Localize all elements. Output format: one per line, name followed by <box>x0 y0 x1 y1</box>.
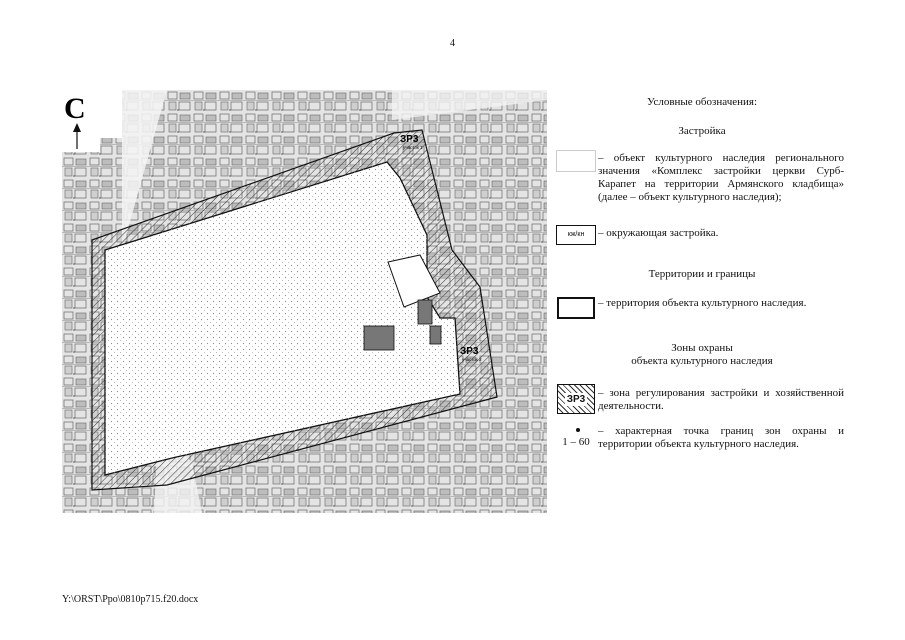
legend-points: – характерная точка границ зон охраны и … <box>598 425 844 450</box>
legend-section-zones-2: объекта культурного наследия <box>631 355 773 367</box>
church-building <box>387 254 441 308</box>
zone-label: ЗР3 <box>400 134 419 145</box>
surrounding-building-symbol: кж/кн <box>556 225 596 245</box>
zone-label: ЗР3 <box>460 346 479 357</box>
legend-section-buildings: Застройка <box>678 125 726 137</box>
zone-symbol: ЗР3 <box>557 384 595 414</box>
legend-section-territories: Территории и границы <box>648 268 756 280</box>
point-symbol <box>576 428 580 432</box>
building <box>429 325 442 345</box>
legend-surrounding: – окружающая застройка. <box>598 227 719 239</box>
legend-heritage-object: – объект культурного наследия региональн… <box>598 152 844 203</box>
zone-sublabel: участок 1 <box>403 145 423 150</box>
legend-zone: – зона регулирования застройки и хозяйст… <box>598 387 844 412</box>
page-number: 4 <box>450 38 455 49</box>
territory-symbol <box>557 297 595 319</box>
street <box>122 90 167 250</box>
points-range: 1 – 60 <box>562 436 590 448</box>
legend-title: Условные обозначения: <box>646 96 758 108</box>
north-letter: С <box>64 92 86 125</box>
zone-sublabel: участок 2 <box>462 357 482 362</box>
site-plan-map: ЗР3 участок 1 ЗР3 участок 2 С <box>62 90 547 513</box>
zone-symbol-label: ЗР3 <box>564 392 588 406</box>
legend-territory: – территория объекта культурного наследи… <box>598 297 807 309</box>
building <box>417 299 433 325</box>
building <box>363 325 395 351</box>
heritage-object-symbol <box>556 150 596 172</box>
legend-section-zones-1: Зоны охраны <box>671 342 733 354</box>
file-path-footer: Y:\ORST\Ppo\0810p715.f20.docx <box>62 594 199 605</box>
